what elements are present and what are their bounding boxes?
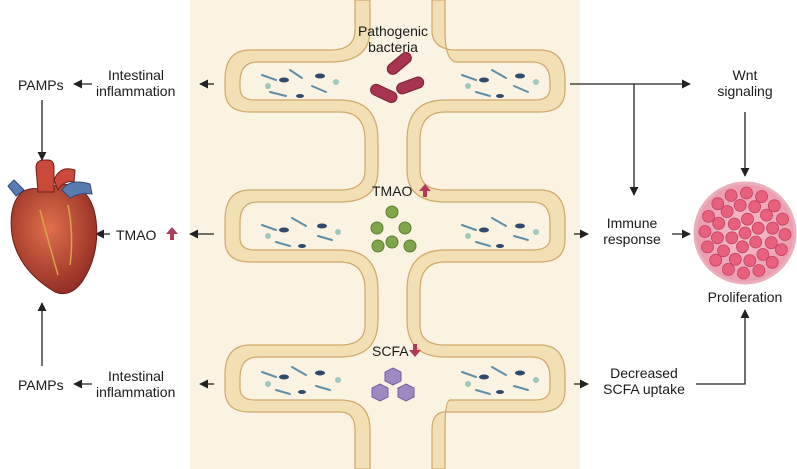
tmao-left-label: TMAO	[116, 227, 157, 243]
tmao-center-label: TMAO	[372, 183, 413, 199]
intestinal-inflammation-top-line1: Intestinal	[108, 67, 164, 83]
tumor-cell	[740, 186, 753, 200]
pamps-bottom-label: PAMPs	[18, 377, 64, 393]
tumor-cell	[741, 212, 754, 226]
tumor-cell	[749, 235, 763, 249]
tumor-cell	[738, 226, 752, 240]
immune-response-label-line2: response	[603, 231, 661, 247]
tumor-cell	[755, 190, 768, 204]
intestinal-inflammation-bottom-line2: inflammation	[96, 384, 175, 400]
pamps-top-label: PAMPs	[18, 77, 64, 93]
tumor-cell	[778, 228, 792, 241]
intestinal-wall-left	[224, 0, 379, 469]
pathogenic-bacteria-icon	[370, 51, 425, 104]
tumor-cell	[751, 221, 765, 235]
tumor-cell	[701, 240, 714, 254]
tumor-cell	[767, 199, 781, 213]
intestinal-wall-right	[406, 0, 566, 469]
intestinal-inflammation-bottom-line1: Intestinal	[108, 368, 164, 384]
up-arrow-icon	[419, 184, 431, 197]
up-arrow-icon	[166, 227, 178, 240]
pathogenic-bacteria-label-line2: bacteria	[368, 39, 418, 55]
tumor-cell	[737, 266, 750, 280]
wnt-signaling-label-line1: Wnt	[733, 67, 758, 83]
tumor-cell	[725, 231, 739, 245]
wnt-signaling-label-line2: signaling	[717, 83, 772, 99]
tumor-cell	[728, 252, 742, 266]
proliferation-label: Proliferation	[708, 289, 783, 305]
tumor-cell	[711, 197, 725, 211]
tumor-cell	[702, 209, 715, 223]
tumor-cell	[709, 253, 723, 267]
down-arrow-icon	[409, 344, 421, 357]
intestinal-inflammation-top-line2: inflammation	[96, 83, 175, 99]
tumor-cell	[698, 225, 712, 238]
tumor-cell	[743, 254, 757, 268]
tumor-cell	[736, 240, 749, 254]
tumor-cell	[752, 264, 766, 277]
decreased-scfa-label-line2: SCFA uptake	[603, 381, 685, 397]
tumor-cell	[722, 262, 735, 276]
tumor-cell	[775, 243, 788, 257]
tumor-cell	[724, 189, 738, 202]
arrow-decreased-scfa-to-proliferation	[696, 309, 750, 385]
tumor-cell	[766, 221, 779, 235]
tumor-cell	[764, 236, 778, 250]
tumor-cell	[748, 200, 762, 214]
tumor-cell	[711, 231, 724, 245]
pathogenic-bacteria-label-line1: Pathogenic	[358, 23, 428, 39]
tumor-cell-cluster-icon	[693, 181, 797, 285]
tumor-cell	[776, 212, 789, 226]
tmao-molecule-icon	[370, 205, 417, 253]
tumor-cell	[733, 198, 747, 212]
tumor-cell	[727, 217, 741, 231]
scfa-molecule-icon	[371, 367, 415, 402]
tumor-cell	[712, 216, 726, 230]
immune-response-label-line1: Immune	[607, 215, 658, 231]
tumor-cell	[760, 208, 773, 222]
tumor-cell	[765, 255, 779, 269]
tumor-cell	[720, 205, 734, 218]
heart-icon	[7, 159, 98, 295]
tumor-cell	[756, 248, 770, 261]
decreased-scfa-label-line1: Decreased	[610, 365, 678, 381]
tumor-cell	[717, 244, 730, 258]
scfa-center-label: SCFA	[372, 343, 409, 359]
microbiota-clusters	[261, 69, 539, 395]
